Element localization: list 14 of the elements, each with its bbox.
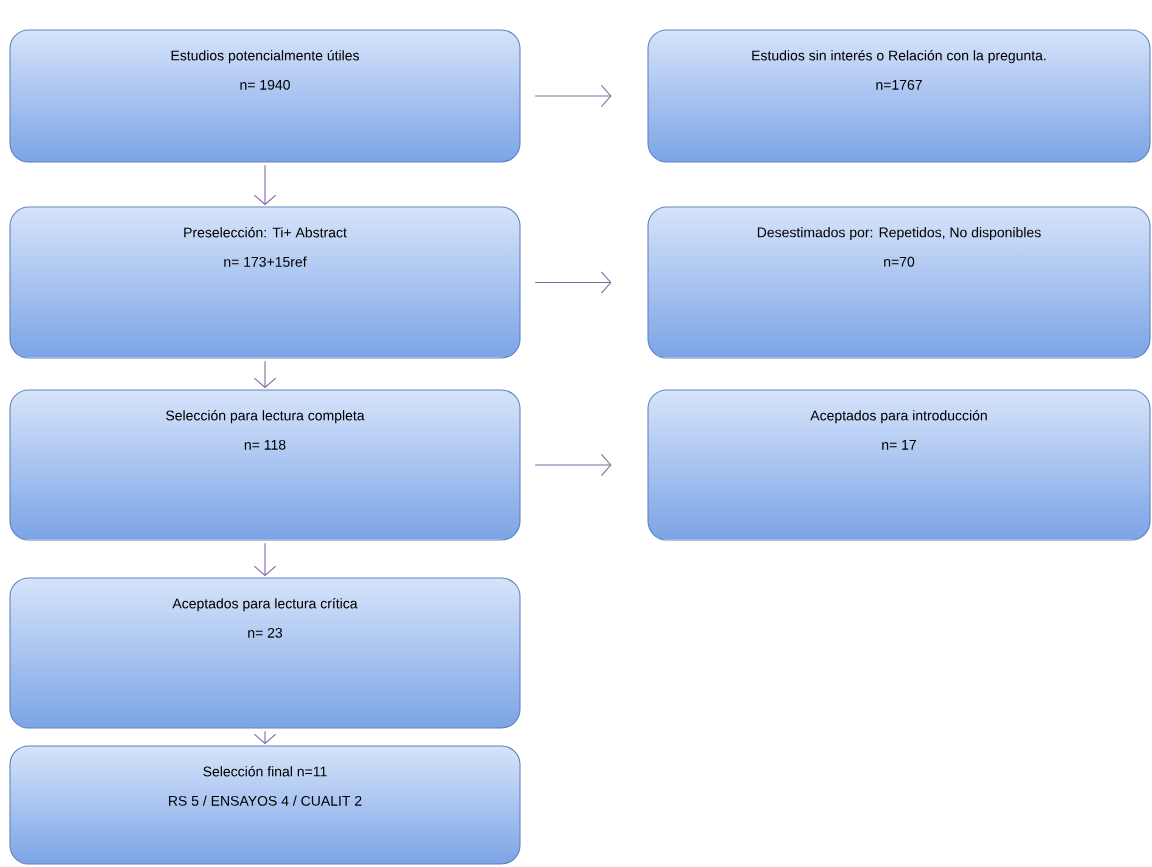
process-box: Aceptados para lectura crítica n= 23 (9, 577, 521, 729)
process-box: Preselección: Ti+ Abstract n= 173+15ref (9, 206, 521, 359)
process-box: Estudios potencialmente útiles n= 1940 (9, 29, 521, 163)
process-box: Estudios sin interés o Relación con la pregunta. n=1767 (647, 29, 1151, 163)
process-box: Desestimados por: Repetidos, No disponibles n=70 (647, 206, 1151, 359)
process-box: Aceptados para introducción n= 17 (647, 389, 1151, 541)
arrow (253, 164, 277, 206)
arrow (534, 84, 612, 108)
arrow (253, 542, 277, 577)
arrow (534, 271, 612, 294)
arrow (534, 453, 612, 477)
process-box: Selección final n=11 RS 5 / ENSAYOS 4 / CUALIT 2 (9, 745, 521, 865)
process-box: Selección para lectura completa n= 118 (9, 389, 521, 541)
arrow (253, 360, 277, 389)
